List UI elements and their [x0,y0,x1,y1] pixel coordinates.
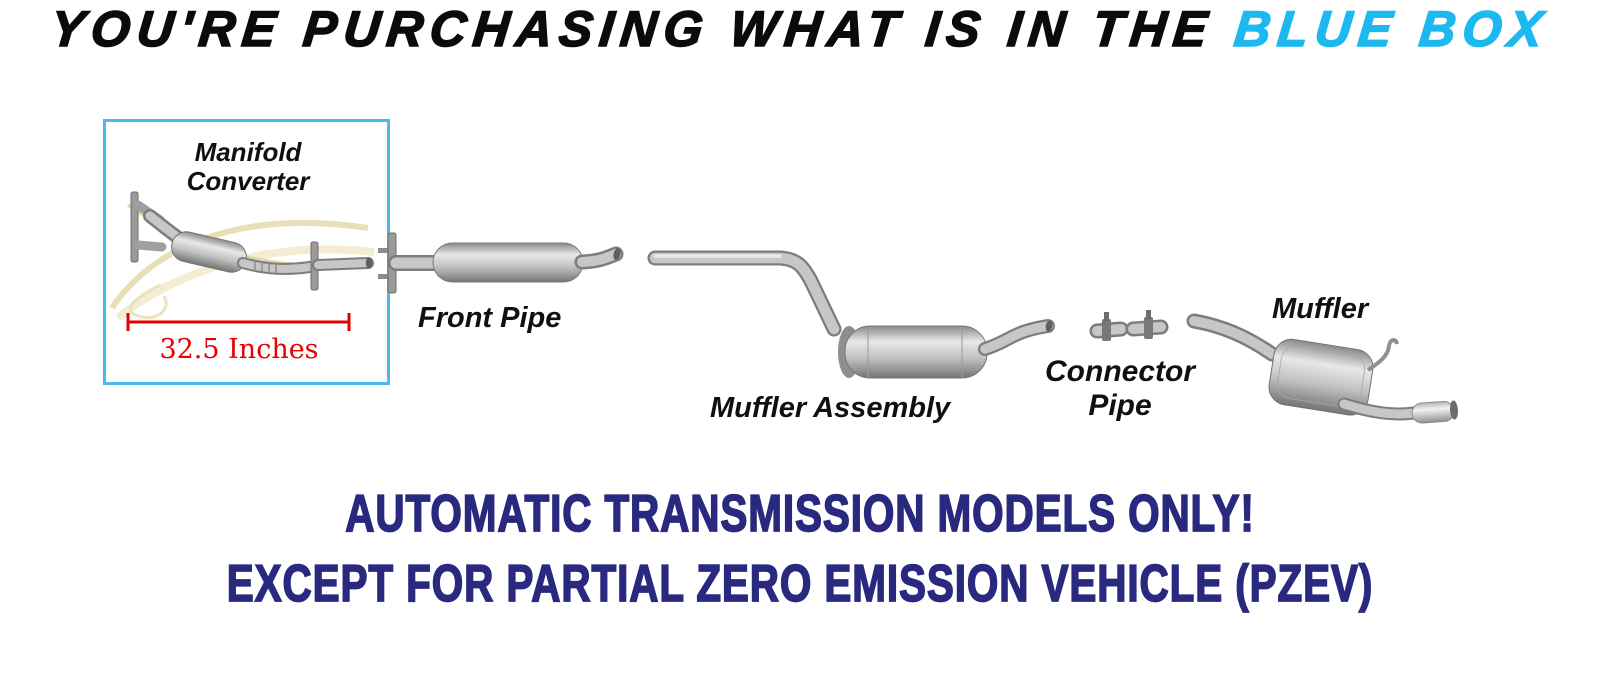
exhaust-flow-art [128,283,168,319]
hanger-rod [1366,338,1399,372]
muffler-assembly-body [844,325,988,379]
connector-pipe-label: Connector Pipe [1045,355,1195,422]
muffler-graphic [1186,313,1459,424]
clamp [1102,319,1111,341]
manifold-converter-graphic [109,191,375,331]
muffler-assembly-label: Muffler Assembly [710,392,951,424]
clamp [1144,317,1153,339]
muffler-label: Muffler [1272,293,1369,325]
front-pipe-graphic [378,232,624,294]
resonator-body [432,242,584,283]
footer-line-1: AUTOMATIC TRANSMISSION MODELS ONLY! [345,483,1255,543]
muffler-assembly-graphic [647,250,1055,379]
manifold-converter-label: Manifold Converter [186,137,310,197]
tailpipe-tip [1411,400,1455,424]
front-pipe-label: Front Pipe [418,302,562,334]
connector-pipe-graphic [1089,310,1169,341]
measurement-text: 32.5 Inches [159,334,319,365]
muffler-body [1268,338,1374,416]
footer-line-2: EXCEPT FOR PARTIAL ZERO EMISSION VEHICLE… [226,553,1374,613]
measurement-line [126,313,351,331]
